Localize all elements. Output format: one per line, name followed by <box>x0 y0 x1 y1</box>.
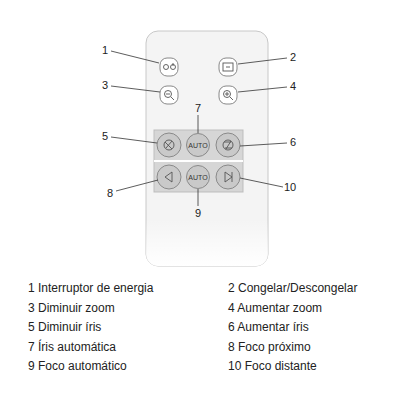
callout-number: 5 <box>102 130 108 142</box>
callout-number: 7 <box>195 102 201 114</box>
callout-number: 1 <box>102 44 108 56</box>
callout-number: 10 <box>284 181 296 193</box>
callout-number: 8 <box>107 187 113 199</box>
callout-number: 6 <box>290 136 296 148</box>
key-entry: 8 Foco próximo <box>228 340 311 354</box>
button-label: AUTO <box>188 174 207 181</box>
key-entry: 6 Aumentar íris <box>228 320 309 334</box>
callout-number: 3 <box>102 79 108 91</box>
key-entry: 10 Foco distante <box>228 359 317 373</box>
key-entry: 9 Foco automático <box>28 359 127 373</box>
key-entry: 4 Aumentar zoom <box>228 301 322 315</box>
callout-number: 2 <box>290 51 296 63</box>
key-entry: 1 Interruptor de energia <box>28 281 153 295</box>
key-entry: 3 Diminuir zoom <box>28 301 115 315</box>
button-label: AUTO <box>188 142 207 149</box>
key-entry: 5 Diminuir íris <box>28 320 101 334</box>
auto-button: AUTO <box>186 165 210 189</box>
auto-button: AUTO <box>186 133 210 157</box>
key-entry: 2 Congelar/Descongelar <box>228 281 357 295</box>
key-entry: 7 Íris automática <box>28 340 116 354</box>
callout-number: 9 <box>195 207 201 219</box>
callout-number: 4 <box>290 80 296 92</box>
